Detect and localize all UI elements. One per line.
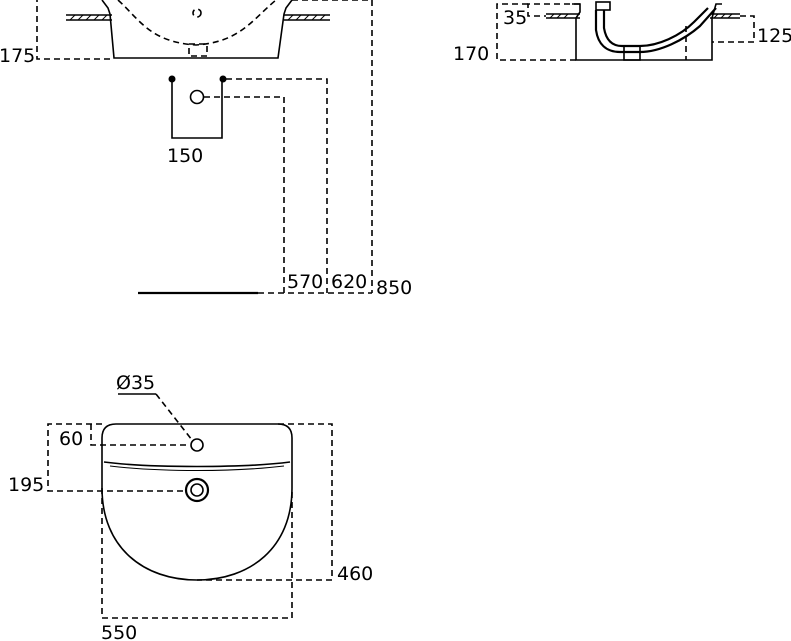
bowl-depth-dim-line xyxy=(712,15,755,43)
basin-body xyxy=(101,0,293,59)
tap-hole-offset-dim-line xyxy=(90,424,190,446)
waste-outlet xyxy=(189,89,205,105)
tap-hole-hidden xyxy=(192,8,202,18)
plan-ledge-shadow xyxy=(109,465,285,471)
depth-dim-line xyxy=(197,423,333,581)
width-dim-line xyxy=(101,488,293,619)
side-countertop-right xyxy=(710,13,740,19)
plan-view: Ø35 60 195 460 550 xyxy=(8,372,373,641)
dim-basin-height: 175 xyxy=(0,45,35,67)
plan-tap-hole xyxy=(190,438,204,452)
countertop-left xyxy=(66,14,112,21)
bowl-hidden-line xyxy=(117,0,277,46)
side-countertop-left xyxy=(546,13,580,19)
fixing-right xyxy=(219,75,227,83)
waste-height-dim-line xyxy=(204,96,285,293)
side-view: 35 170 125 xyxy=(453,1,791,65)
basin-height-dim-line xyxy=(36,0,110,60)
dim-deck-thickness: 35 xyxy=(503,7,527,29)
plan-waste-outer xyxy=(184,477,210,503)
plan-waste-inner xyxy=(190,483,204,497)
dim-width: 550 xyxy=(101,622,137,641)
dim-tap-hole-offset: 60 xyxy=(59,428,83,450)
dim-overall-depth: 170 xyxy=(453,43,489,65)
side-bowl-profile-inner xyxy=(602,7,709,48)
dim-tap-hole-diameter: Ø35 xyxy=(116,372,155,394)
dim-waste-spacing: 150 xyxy=(167,145,203,167)
countertop-right xyxy=(284,14,330,21)
dim-fixing-height: 620 xyxy=(331,271,367,293)
dim-depth: 460 xyxy=(337,563,373,585)
fixing-height-dim-line xyxy=(226,78,328,293)
waste-outlet-hidden xyxy=(188,43,208,57)
rim-height-dim-line xyxy=(292,0,373,293)
dim-rim-height: 850 xyxy=(376,277,412,299)
plan-ledge-line xyxy=(103,461,291,468)
dim-bowl-depth: 125 xyxy=(757,25,791,47)
bowl-offset-dim-line xyxy=(47,423,186,492)
overall-depth-dim-line xyxy=(496,3,576,61)
side-tap-deck xyxy=(595,1,611,11)
waste-spacing-dim-line xyxy=(171,79,223,139)
dim-bowl-offset: 195 xyxy=(8,474,44,496)
tap-hole-leader-dashed xyxy=(155,393,193,441)
deck-thickness-dim-line xyxy=(527,3,580,17)
side-waste xyxy=(623,45,641,61)
dim-waste-height: 570 xyxy=(287,271,323,293)
front-view: 175 150 570 620 850 xyxy=(0,0,412,299)
